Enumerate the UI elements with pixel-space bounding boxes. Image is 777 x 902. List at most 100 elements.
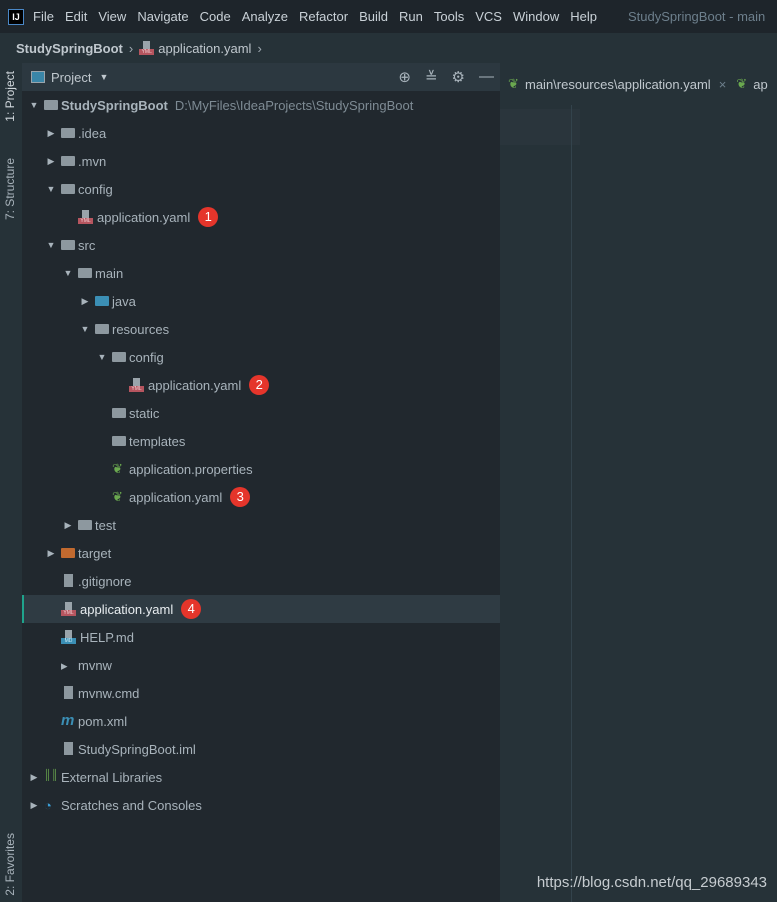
tab-label: ap: [753, 76, 768, 92]
tree-item-label: resources: [112, 321, 170, 337]
tree-item[interactable]: ▼ main: [22, 259, 500, 287]
tree-item[interactable]: templates: [22, 427, 500, 455]
number-badge: 1: [198, 207, 219, 227]
tree-item-label: mvnw: [78, 657, 112, 673]
tab-label: main\resources\application.yaml: [525, 76, 711, 92]
tree-item-label: target: [78, 545, 112, 561]
tree-item[interactable]: ▶.mvn: [22, 147, 500, 175]
watermark: https://blog.csdn.net/qq_29689343: [536, 874, 767, 891]
tree-item[interactable]: static: [22, 399, 500, 427]
menu-refactor[interactable]: Refactor: [298, 9, 349, 24]
expand-arrow-icon[interactable]: ▼: [46, 240, 56, 250]
menu-view[interactable]: View: [98, 9, 127, 24]
maven-icon: m: [61, 712, 75, 729]
tree-item[interactable]: ❦application.properties: [22, 455, 500, 483]
tree-item-label: application.yaml: [129, 489, 223, 505]
folder-icon: [61, 240, 75, 250]
breadcrumb-project[interactable]: StudySpringBoot: [16, 40, 123, 56]
locate-icon[interactable]: ⊕: [398, 69, 411, 86]
tree-item[interactable]: ▼src: [22, 231, 500, 259]
expand-arrow-icon[interactable]: ▶: [81, 295, 89, 306]
dropdown-arrow-icon[interactable]: ▼: [99, 72, 109, 82]
expand-arrow-icon[interactable]: ▼: [97, 352, 107, 362]
expand-arrow-icon[interactable]: ▼: [46, 184, 56, 194]
tree-item[interactable]: ▶║║External Libraries: [22, 763, 500, 791]
module-file-icon: [61, 742, 75, 756]
expand-arrow-icon[interactable]: ▼: [63, 268, 73, 278]
expand-arrow-icon[interactable]: ▶: [64, 519, 72, 530]
window-title: StudySpringBoot - main: [627, 9, 766, 24]
tool-tab-project[interactable]: 1: Project: [3, 71, 17, 122]
menu-vcs[interactable]: VCS: [475, 9, 502, 24]
menu-file[interactable]: File: [33, 9, 54, 24]
editor-tab[interactable]: ❦main\resources\application.yaml×: [508, 77, 726, 92]
tree-item[interactable]: mvnw.cmd: [22, 679, 500, 707]
menu-bar: IJ File Edit View Navigate Code Analyze Refact…: [0, 0, 777, 33]
tree-item[interactable]: ▼config: [22, 175, 500, 203]
close-icon[interactable]: ×: [718, 76, 727, 92]
menu-code[interactable]: Code: [199, 9, 231, 24]
folder-icon: [95, 324, 109, 334]
menu-edit[interactable]: Edit: [64, 9, 88, 24]
source-folder-icon: [95, 296, 109, 306]
hide-icon[interactable]: —: [479, 68, 494, 85]
folder-icon: [112, 408, 126, 418]
menu-tools[interactable]: Tools: [433, 9, 465, 24]
expand-arrow-icon[interactable]: ▼: [80, 324, 90, 334]
tree-item[interactable]: application.yaml 1: [22, 203, 500, 231]
intellij-logo-icon: IJ: [8, 8, 24, 25]
collapse-all-icon[interactable]: ≚: [424, 69, 438, 86]
tree-item[interactable]: application.yaml 2: [22, 371, 500, 399]
tree-item[interactable]: ▶.idea: [22, 119, 500, 147]
expand-arrow-icon[interactable]: ▼: [29, 100, 39, 110]
gear-icon[interactable]: ⚙: [451, 69, 465, 86]
project-path: D:\MyFiles\IdeaProjects\StudySpringBoot: [174, 97, 414, 113]
expand-arrow-icon[interactable]: ▶: [47, 155, 55, 166]
expand-arrow-icon[interactable]: ▶: [30, 771, 38, 782]
tree-item-label: static: [129, 405, 160, 421]
tree-item-label: application.yaml: [148, 377, 242, 393]
editor-gutter: [500, 109, 580, 145]
expand-arrow-icon[interactable]: ▶: [47, 127, 55, 138]
number-badge: 2: [249, 375, 270, 395]
menu-navigate[interactable]: Navigate: [137, 9, 189, 24]
tree-item[interactable]: ▼ config: [22, 343, 500, 371]
tool-tab-structure[interactable]: 7: Structure: [3, 158, 17, 221]
folder-icon: [61, 128, 75, 138]
text-file-icon: [61, 686, 75, 700]
tree-item-label: test: [95, 517, 116, 533]
tree-item-label: application.yaml: [97, 209, 191, 225]
project-view-selector[interactable]: Project: [51, 69, 92, 85]
tree-item-label: mvnw.cmd: [78, 685, 140, 701]
menu-run[interactable]: Run: [399, 9, 423, 24]
tree-item[interactable]: ▶ target: [22, 539, 500, 567]
tree-item[interactable]: HELP.md: [22, 623, 500, 651]
tree-item[interactable]: ▼ resources: [22, 315, 500, 343]
menu-window[interactable]: Window: [512, 9, 560, 24]
tree-item-label: config: [129, 349, 164, 365]
menu-analyze[interactable]: Analyze: [241, 9, 288, 24]
folder-icon: [61, 184, 75, 194]
folder-icon: [61, 156, 75, 166]
tree-item[interactable]: ▸mvnw: [22, 651, 500, 679]
expand-arrow-icon[interactable]: ▶: [30, 799, 38, 810]
tree-item[interactable]: ▶java: [22, 287, 500, 315]
menu-help[interactable]: Help: [570, 9, 597, 24]
tree-item[interactable]: .gitignore: [22, 567, 500, 595]
breadcrumb-file[interactable]: application.yaml: [158, 40, 252, 56]
expand-arrow-icon[interactable]: ▶: [47, 547, 55, 558]
tree-item-label: StudySpringBoot.iml: [78, 741, 196, 757]
tree-item-label: main: [95, 265, 124, 281]
yaml-file-icon: [78, 210, 93, 224]
editor-tab[interactable]: ❦ap: [736, 77, 767, 92]
tool-tab-favorites[interactable]: 2: Favorites: [3, 833, 17, 896]
tree-item[interactable]: ▶◔Scratches and Consoles: [22, 791, 500, 819]
tree-item[interactable]: ▶ test: [22, 511, 500, 539]
menu-build[interactable]: Build: [359, 9, 389, 24]
tree-item[interactable]: StudySpringBoot.iml: [22, 735, 500, 763]
project-view-icon: [31, 71, 45, 83]
